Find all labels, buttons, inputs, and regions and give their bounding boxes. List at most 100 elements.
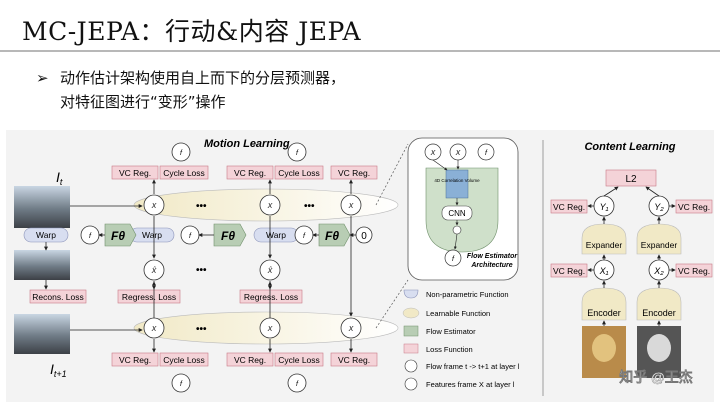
svg-text:Flow frame t -> t+1 at layer l: Flow frame t -> t+1 at layer l — [426, 362, 520, 371]
loss-row-top: VC Reg. Cycle Loss VC Reg. Cycle Loss VC… — [111, 165, 378, 180]
svg-text:Recons. Loss: Recons. Loss — [32, 292, 84, 302]
flow-estimator-block-1: Fθ — [104, 223, 137, 247]
flow-estimator-block-2: Fθ — [213, 223, 247, 247]
svg-text:Encoder: Encoder — [587, 308, 621, 318]
svg-text:Y₂: Y₂ — [654, 202, 664, 212]
figure-panel: Motion Learning It It+1 Warp Warp Warp V… — [6, 130, 714, 402]
svg-text:Flow Estimator: Flow Estimator — [426, 327, 476, 336]
svg-text:VC Reg.: VC Reg. — [119, 168, 151, 178]
warp-box-right: Warp — [253, 227, 299, 243]
svg-text:Warp: Warp — [36, 230, 56, 240]
svg-text:VC Reg.: VC Reg. — [338, 168, 370, 178]
svg-text:X: X — [348, 203, 354, 210]
svg-text:f: f — [485, 150, 488, 157]
svg-text:f: f — [89, 233, 92, 240]
svg-text:VC Reg.: VC Reg. — [338, 355, 370, 365]
frame-image-t1 — [14, 314, 70, 354]
svg-text:VC Reg.: VC Reg. — [553, 202, 585, 212]
svg-text:VC Reg.: VC Reg. — [678, 202, 710, 212]
loss-row-bottom: VC Reg. Cycle Loss VC Reg. Cycle Loss VC… — [111, 352, 378, 367]
svg-text:•••: ••• — [304, 201, 315, 212]
zoom-line-bottom — [375, 279, 409, 329]
svg-text:Encoder: Encoder — [642, 308, 676, 318]
motion-learning-title: Motion Learning — [204, 138, 290, 150]
svg-text:X₂: X₂ — [653, 266, 664, 276]
svg-text:VC Reg.: VC Reg. — [553, 266, 585, 276]
svg-text:X: X — [267, 326, 273, 333]
l2-loss-box — [605, 169, 657, 187]
bullet-arrow-icon: ➢ — [36, 69, 49, 87]
zoom-line-top — [375, 143, 409, 206]
svg-text:Cycle Loss: Cycle Loss — [163, 355, 205, 365]
svg-text:X₁: X₁ — [599, 266, 609, 276]
legend-learnable-icon — [402, 307, 420, 319]
label-I-t1: It+1 — [50, 361, 67, 379]
cnn-label: CNN — [448, 209, 466, 218]
svg-text:X: X — [267, 203, 273, 210]
frame-image-reconstructed — [14, 250, 70, 280]
svg-text:•••: ••• — [196, 324, 207, 335]
svg-text:X̂: X̂ — [267, 267, 273, 275]
frame-image-t — [14, 186, 70, 228]
node-symbols: X X X X̂ X̂ X X X f f f f f f f — [89, 150, 354, 388]
svg-text:Loss Function: Loss Function — [426, 345, 473, 354]
warp-box-mid: Warp — [129, 227, 175, 243]
svg-text:L2: L2 — [625, 174, 637, 185]
svg-text:f: f — [180, 381, 183, 388]
svg-text:X: X — [430, 150, 436, 157]
architecture-diagram: Motion Learning It It+1 Warp Warp Warp V… — [14, 137, 713, 396]
svg-text:Cycle Loss: Cycle Loss — [278, 355, 320, 365]
svg-text:Warp: Warp — [142, 230, 162, 240]
svg-text:Fθ: Fθ — [221, 229, 235, 243]
ellipsis-dots: ••• ••• ••• ••• — [196, 201, 315, 335]
slide-title: MC-JEPA：行动&内容 JEPA — [22, 17, 362, 46]
bullet-line-2: 对特征图进行“变形”操作 — [60, 93, 226, 111]
svg-text:Expander: Expander — [641, 240, 678, 250]
svg-text:X: X — [455, 150, 461, 157]
bullet-line-1: 动作估计架构使用自上而下的分层预测器， — [60, 69, 346, 87]
svg-text:X: X — [348, 326, 354, 333]
svg-text:Learnable Function: Learnable Function — [426, 309, 490, 318]
legend: Non-parametric Function Learnable Functi… — [402, 289, 520, 391]
flow-estimator-block-3: Fθ — [318, 223, 351, 247]
svg-text:f: f — [452, 256, 455, 263]
svg-text:f: f — [296, 150, 299, 157]
legend-nonparam-icon — [403, 289, 419, 299]
flow-caption-2: Architecture — [470, 262, 512, 269]
svg-text:Expander: Expander — [586, 240, 623, 250]
svg-text:f: f — [180, 150, 183, 157]
svg-text:X: X — [151, 203, 157, 210]
svg-text:Regress. Loss: Regress. Loss — [122, 292, 176, 302]
zero-input-label: 0 — [361, 231, 367, 242]
svg-text:Cycle Loss: Cycle Loss — [163, 168, 205, 178]
svg-text:Regress. Loss: Regress. Loss — [244, 292, 298, 302]
svg-text:Features frame X at layer l: Features frame X at layer l — [426, 380, 515, 389]
flow-caption-1: Flow Estimator — [467, 253, 518, 260]
svg-text:X: X — [151, 326, 157, 333]
svg-text:f: f — [189, 233, 192, 240]
legend-loss-icon — [403, 343, 419, 354]
svg-text:VC Reg.: VC Reg. — [234, 355, 266, 365]
svg-text:X̂: X̂ — [151, 267, 157, 275]
content-learning-title: Content Learning — [584, 141, 675, 153]
svg-text:Non-parametric Function: Non-parametric Function — [426, 290, 509, 299]
svg-text:•••: ••• — [196, 201, 207, 212]
svg-text:Fθ: Fθ — [325, 229, 339, 243]
legend-feature-node-icon — [404, 377, 418, 391]
node-group — [80, 142, 362, 393]
svg-text:f: f — [296, 381, 299, 388]
svg-text:VC Reg.: VC Reg. — [678, 266, 710, 276]
flow-estimator-inset: X X f 4D Correlation Volume CNN f Flow E… — [407, 137, 519, 281]
watermark: 知乎 @王杰 — [619, 369, 693, 385]
label-I-t: It — [56, 169, 63, 187]
svg-text:f: f — [303, 233, 306, 240]
svg-text:Warp: Warp — [266, 230, 286, 240]
connection-lines — [44, 179, 356, 353]
svg-text:VC Reg.: VC Reg. — [234, 168, 266, 178]
correlation-volume-label: 4D Correlation Volume — [434, 178, 480, 183]
legend-flow-node-icon — [404, 359, 418, 373]
warp-box-left: Warp — [23, 227, 69, 243]
content-learning-section: Content Learning L2 VC Reg. VC Reg. VC R… — [550, 141, 713, 378]
title-divider — [0, 50, 720, 52]
svg-text:Fθ: Fθ — [111, 229, 125, 243]
